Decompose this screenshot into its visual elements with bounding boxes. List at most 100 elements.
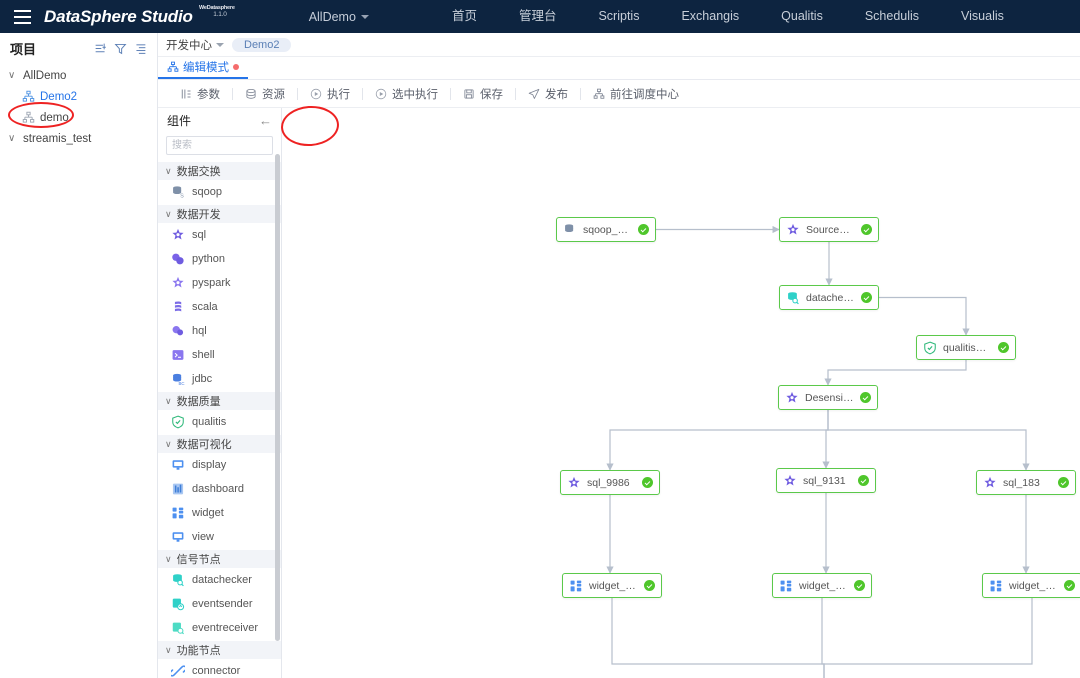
toolbar-divider (580, 87, 581, 100)
list-icon[interactable] (134, 42, 147, 55)
tab-edit-mode[interactable]: 编辑模式 (158, 57, 248, 79)
workflow-node-widget-5045[interactable]: widget_5045 (772, 573, 872, 598)
status-success-icon (861, 292, 872, 303)
toolbar-resource-button[interactable]: 资源 (233, 86, 297, 102)
filter-icon[interactable] (114, 42, 127, 55)
connector-icon (171, 665, 185, 677)
component-item-dashboard[interactable]: dashboard (158, 477, 281, 501)
toolbar-execute-button[interactable]: 执行 (298, 86, 362, 102)
hamburger-icon[interactable] (0, 0, 44, 33)
toolbar-item-label: 执行 (327, 88, 350, 101)
search-input[interactable] (166, 136, 273, 155)
component-item-label: pyspark (192, 277, 231, 289)
toolbar-schedule-center-button[interactable]: 前往调度中心 (581, 86, 691, 102)
eventsender-icon (172, 598, 185, 611)
component-item-shell[interactable]: shell (158, 343, 281, 367)
tab-label: 编辑模式 (183, 62, 229, 74)
component-item-python[interactable]: python (158, 247, 281, 271)
component-item-jdbc[interactable]: BC jdbc (158, 367, 281, 391)
component-item-label: jdbc (192, 373, 213, 385)
status-success-icon (854, 580, 865, 591)
workflow-node-widget-3197[interactable]: widget_3197 (982, 573, 1080, 598)
workflow-canvas[interactable]: sqoop_3679 Source_Data datachecker... (282, 108, 1080, 678)
breadcrumb-dev-center[interactable]: 开发中心 (166, 37, 224, 53)
nav-item-console[interactable]: 管理台 (518, 9, 557, 23)
component-item-display[interactable]: display (158, 453, 281, 477)
chevron-down-icon (216, 42, 224, 47)
workflow-node-label: Source_Data (806, 223, 855, 236)
chevron-down-icon: ∨ (165, 644, 172, 655)
sql-icon (786, 391, 798, 402)
component-item-label: dashboard (192, 483, 244, 495)
workflow-node-desensitized[interactable]: Desensitized... (778, 385, 878, 410)
nav-item-scriptis[interactable]: Scriptis (598, 9, 640, 23)
tree-node-demo2[interactable]: Demo2 (0, 86, 157, 107)
component-item-view[interactable]: view (158, 525, 281, 549)
workflow-node-sql-183[interactable]: sql_183 (976, 470, 1076, 495)
component-group-data-quality[interactable]: ∨ 数据质量 (158, 391, 281, 410)
toolbar-item-label: 选中执行 (392, 88, 438, 101)
component-group-data-exchange[interactable]: ∨ 数据交换 (158, 161, 281, 180)
params-icon (181, 89, 191, 98)
sort-icon[interactable] (94, 42, 107, 55)
workflow-node-widget-8097[interactable]: widget_8097 (562, 573, 662, 598)
component-item-eventsender[interactable]: eventsender (158, 592, 281, 616)
component-item-datachecker[interactable]: datachecker (158, 568, 281, 592)
workflow-icon (22, 90, 35, 102)
toolbar-divider (515, 87, 516, 100)
toolbar: 参数 资源 执行 选中执行 保存 (158, 80, 1080, 108)
nav-item-schedulis[interactable]: Schedulis (864, 9, 920, 23)
component-item-sqoop[interactable]: S sqoop (158, 180, 281, 204)
workflow-node-sql-9986[interactable]: sql_9986 (560, 470, 660, 495)
component-item-pyspark[interactable]: pyspark (158, 271, 281, 295)
tree-node-streamis-test[interactable]: ∨ streamis_test (0, 128, 157, 149)
workflow-node-label: sql_9131 (803, 474, 846, 487)
nav-item-qualitis[interactable]: Qualitis (781, 9, 823, 23)
component-item-connector[interactable]: connector (158, 659, 281, 678)
sqoop-icon (565, 223, 574, 232)
toolbar-save-button[interactable]: 保存 (451, 86, 515, 102)
project-panel-title: 项目 (10, 41, 37, 57)
top-bar: DataSphere Studio WeDatasphere 1.1.0 All… (0, 0, 1080, 33)
component-group-data-development[interactable]: ∨ 数据开发 (158, 204, 281, 223)
toolbar-item-label: 前往调度中心 (610, 88, 679, 101)
status-success-icon (861, 224, 872, 235)
component-item-widget[interactable]: widget (158, 501, 281, 525)
nav-item-visualis[interactable]: Visualis (961, 9, 1004, 23)
tree-node-demo[interactable]: demo (0, 107, 157, 128)
component-item-eventreceiver[interactable]: eventreceiver (158, 616, 281, 640)
workflow-node-sql-9131[interactable]: sql_9131 (776, 468, 876, 493)
breadcrumb-chip-demo2[interactable]: Demo2 (232, 37, 292, 52)
workflow-node-datachecker[interactable]: datachecker... (779, 285, 879, 310)
component-item-label: eventsender (192, 598, 253, 610)
chevron-down-icon (360, 14, 369, 19)
component-item-hql[interactable]: hql (158, 319, 281, 343)
jdbc-icon: BC (173, 373, 185, 386)
toolbar-params-button[interactable]: 参数 (168, 86, 232, 102)
chevron-left-icon[interactable]: ← (259, 113, 272, 128)
workflow-node-qualitis-2000[interactable]: qualitis_2000 (916, 335, 1016, 360)
nav-item-home[interactable]: 首页 (451, 9, 477, 23)
component-panel-scrollbar[interactable] (275, 154, 280, 641)
toolbar-execute-selected-button[interactable]: 选中执行 (363, 86, 450, 102)
sql-icon (784, 474, 796, 485)
workflow-node-label: widget_3197 (1009, 579, 1058, 592)
component-item-label: datachecker (192, 574, 252, 586)
workflow-node-sqoop-3679[interactable]: sqoop_3679 (556, 217, 656, 242)
nav-item-exchangis[interactable]: Exchangis (681, 9, 740, 23)
component-item-scala[interactable]: scala (158, 295, 281, 319)
component-panel: 组件 ← ∨ 数据交换 S sqoop ∨ 数据开发 (158, 108, 282, 678)
widget-icon (172, 507, 184, 519)
project-selector[interactable]: AllDemo (309, 10, 369, 24)
brand-version: 1.1.0 (213, 10, 227, 18)
component-group-function-nodes[interactable]: ∨ 功能节点 (158, 640, 281, 659)
tree-node-alldemo[interactable]: ∨ AllDemo (0, 65, 157, 86)
breadcrumb: 开发中心 Demo2 (158, 33, 1080, 57)
pyspark-icon (172, 276, 184, 288)
component-item-qualitis[interactable]: qualitis (158, 410, 281, 434)
toolbar-publish-button[interactable]: 发布 (516, 86, 580, 102)
component-item-sql[interactable]: sql (158, 223, 281, 247)
component-group-data-visualization[interactable]: ∨ 数据可视化 (158, 434, 281, 453)
component-group-signal-nodes[interactable]: ∨ 信号节点 (158, 549, 281, 568)
workflow-node-source-data[interactable]: Source_Data (779, 217, 879, 242)
